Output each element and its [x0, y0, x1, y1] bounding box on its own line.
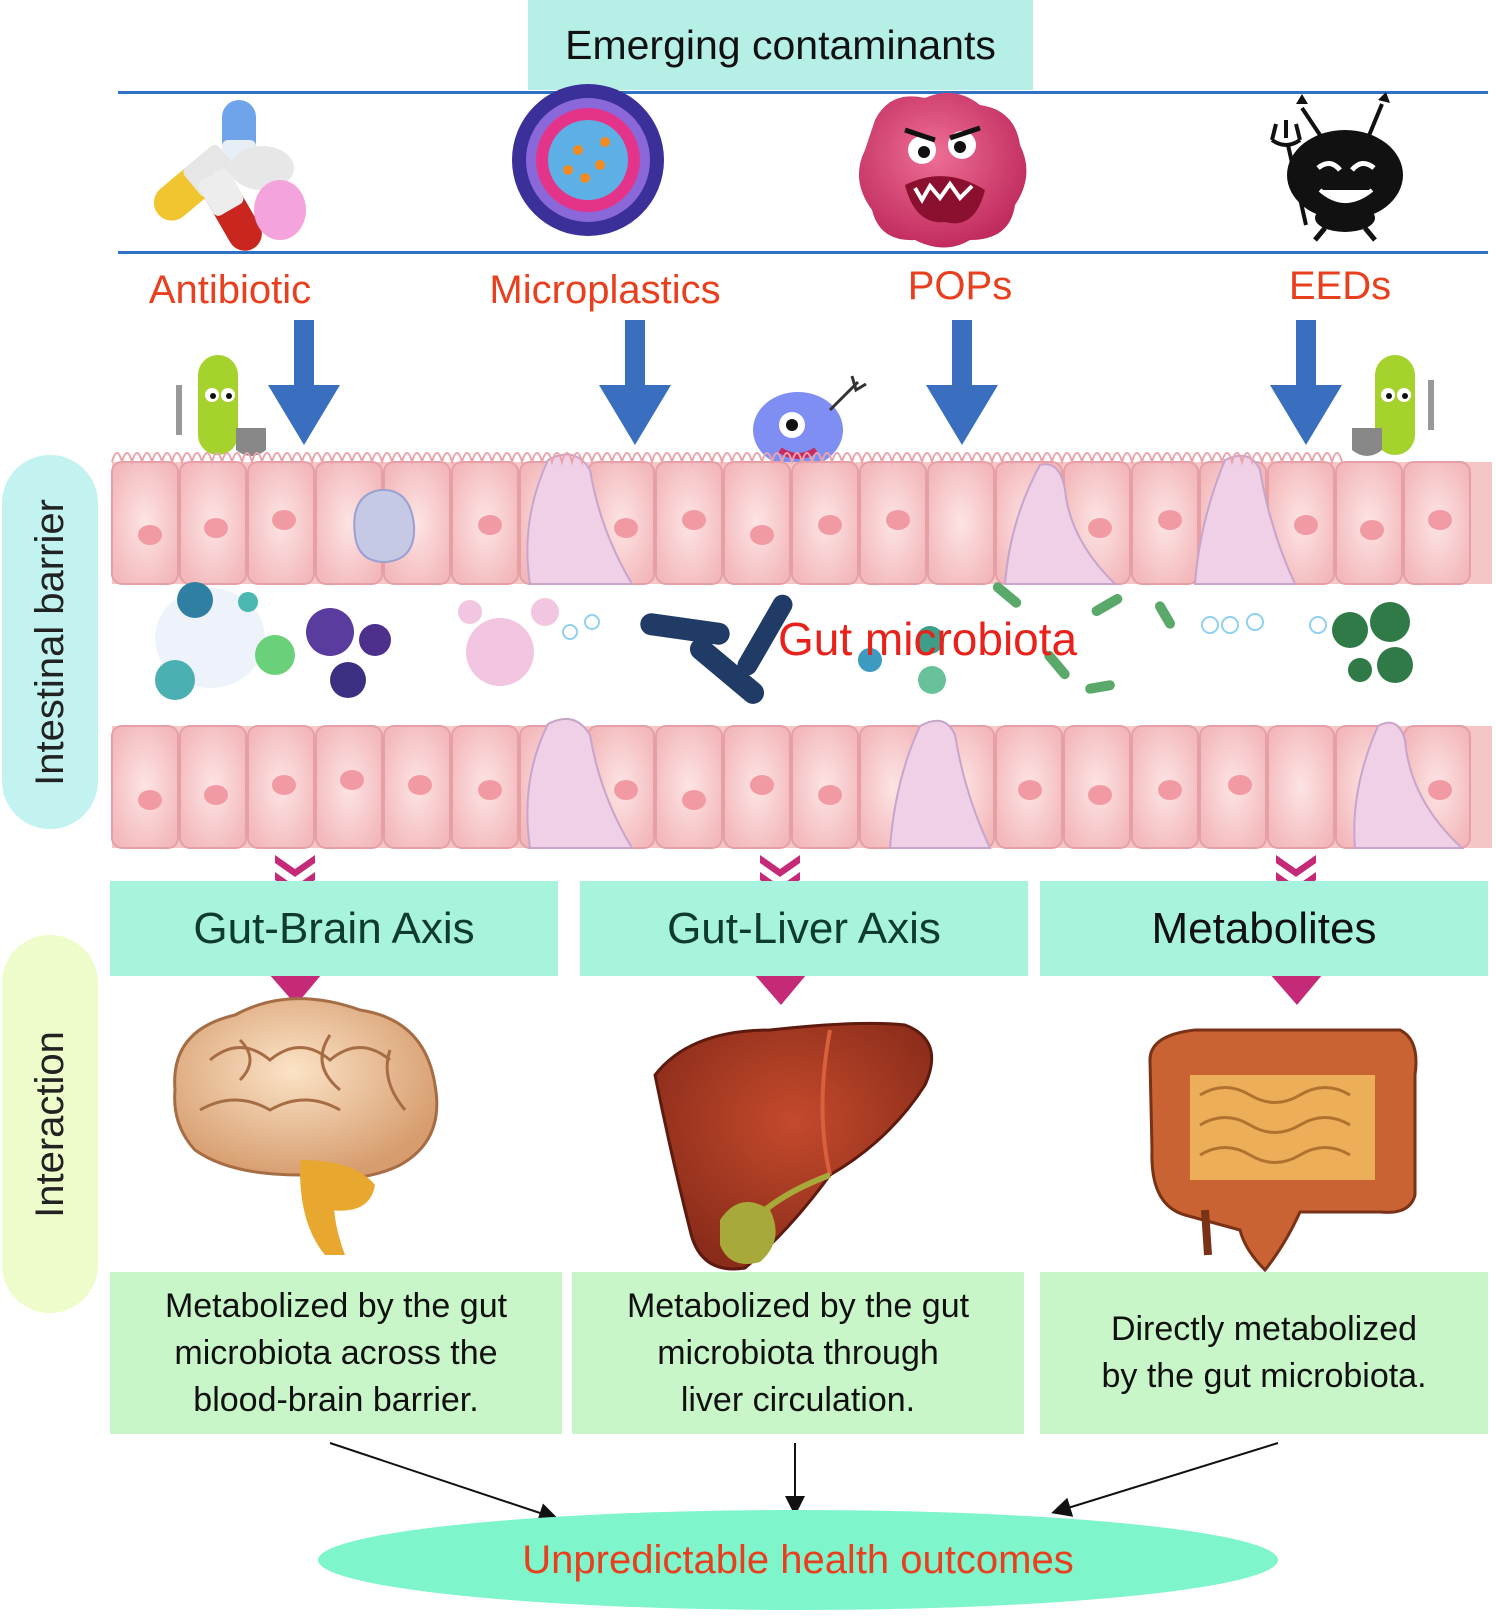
- interaction-pill: Interaction: [2, 935, 98, 1313]
- upper-nuclei: [138, 510, 1452, 545]
- blue-down-arrow-2: [599, 320, 671, 445]
- desc-line: Directly metabolized: [1110, 1310, 1418, 1348]
- health-outcome-ellipse: Unpredictable health outcomes: [318, 1510, 1278, 1610]
- desc-line: microbiota across the: [174, 1333, 498, 1372]
- gut-brain-axis-box: Gut-Brain Axis: [110, 881, 558, 976]
- green-bacteria-knight-icon-2: [1352, 355, 1434, 456]
- desc-line: Metabolized by the gut: [626, 1286, 970, 1325]
- description-gut-liver: Metabolized by the gut microbiota throug…: [572, 1272, 1024, 1434]
- diagram-title: Emerging contaminants: [528, 0, 1033, 90]
- devil-bug-icon: [1270, 92, 1403, 242]
- connector-arrow-3: [1051, 1442, 1279, 1517]
- microvilli: [111, 452, 1343, 466]
- desc-line: blood-brain barrier.: [193, 1380, 479, 1419]
- contaminant-label-antibiotic: Antibiotic: [148, 268, 312, 312]
- blue-germ-monster-icon: [753, 375, 867, 468]
- green-bacteria-knight-icon: [176, 355, 266, 456]
- desc-line: Metabolized by the gut: [164, 1286, 508, 1325]
- blue-down-arrow-4: [1270, 320, 1342, 445]
- immune-cell: [353, 488, 416, 564]
- intestinal-barrier-pill: Intestinal barrier: [2, 455, 98, 829]
- metabolites-box: Metabolites: [1040, 881, 1488, 976]
- brain-icon: [173, 997, 439, 1255]
- connector-arrow-1: [329, 1442, 559, 1523]
- gut-liver-axis-box: Gut-Liver Axis: [580, 881, 1028, 976]
- contaminant-label-eeds: EEDs: [1288, 264, 1392, 308]
- blue-down-arrow-3: [926, 320, 998, 445]
- upper-epithelium: [111, 452, 1492, 585]
- icon-divider: [118, 251, 1488, 254]
- pops-monster-icon: [858, 92, 1027, 248]
- microbiota-cluster: [155, 582, 1413, 704]
- description-gut-brain: Metabolized by the gut microbiota across…: [110, 1272, 562, 1434]
- lower-epithelium: [111, 717, 1492, 849]
- desc-line: microbiota through: [657, 1333, 939, 1372]
- desc-line: by the gut microbiota.: [1101, 1357, 1427, 1395]
- intestinal-barrier-label: Intestinal barrier: [27, 498, 72, 786]
- desc-line: liver circulation.: [680, 1380, 916, 1419]
- contaminant-label-microplastics: Microplastics: [489, 268, 721, 312]
- blue-down-arrow-1: [268, 320, 340, 445]
- microplastic-particle-icon: [512, 84, 664, 236]
- description-metabolites: Directly metabolized by the gut microbio…: [1040, 1272, 1488, 1434]
- interaction-label: Interaction: [27, 1030, 72, 1218]
- gut-microbiota-label: Gut microbiota: [778, 613, 1078, 665]
- intestine-icon: [1148, 1028, 1418, 1273]
- goblet-cells: [526, 453, 1297, 585]
- contaminant-label-pops: POPs: [907, 264, 1013, 308]
- liver-icon: [653, 1021, 934, 1271]
- top-divider: [118, 91, 1488, 94]
- pills-icon: [153, 100, 306, 251]
